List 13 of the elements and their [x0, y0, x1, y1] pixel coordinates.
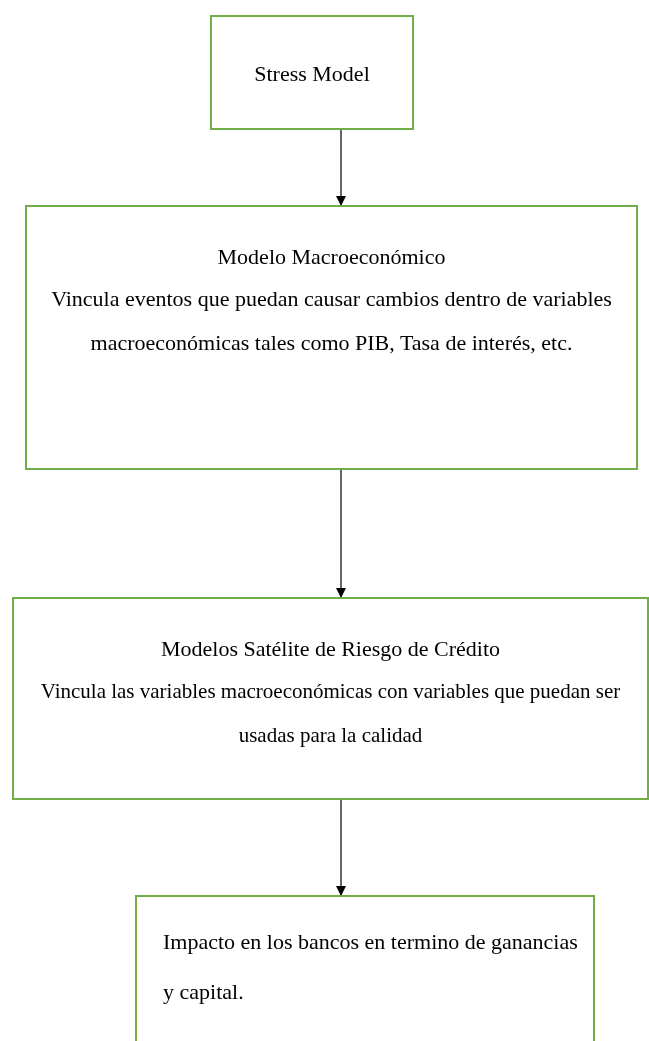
process-box — [12, 597, 649, 800]
arrow — [336, 799, 346, 896]
box-title: Modelo Macroeconómico — [216, 243, 447, 271]
box-text: Stress Model — [253, 60, 371, 88]
process-box — [25, 205, 638, 470]
box-text: Impacto en los bancos en termino de ganancias y capital. — [162, 928, 579, 1006]
box-text: Vincula eventos que puedan causar cambios dentro de variables macroeconómicas tales como PIB, Tasa de interés, etc. — [50, 285, 613, 357]
process-box — [210, 15, 414, 130]
process-box — [135, 895, 595, 1041]
arrow — [336, 469, 346, 598]
arrow — [336, 129, 346, 206]
box-text: Vincula las variables macroeconómicas con variables que puedan ser usadas para la calidad — [39, 678, 622, 749]
box-title: Modelos Satélite de Riesgo de Crédito — [159, 635, 502, 663]
